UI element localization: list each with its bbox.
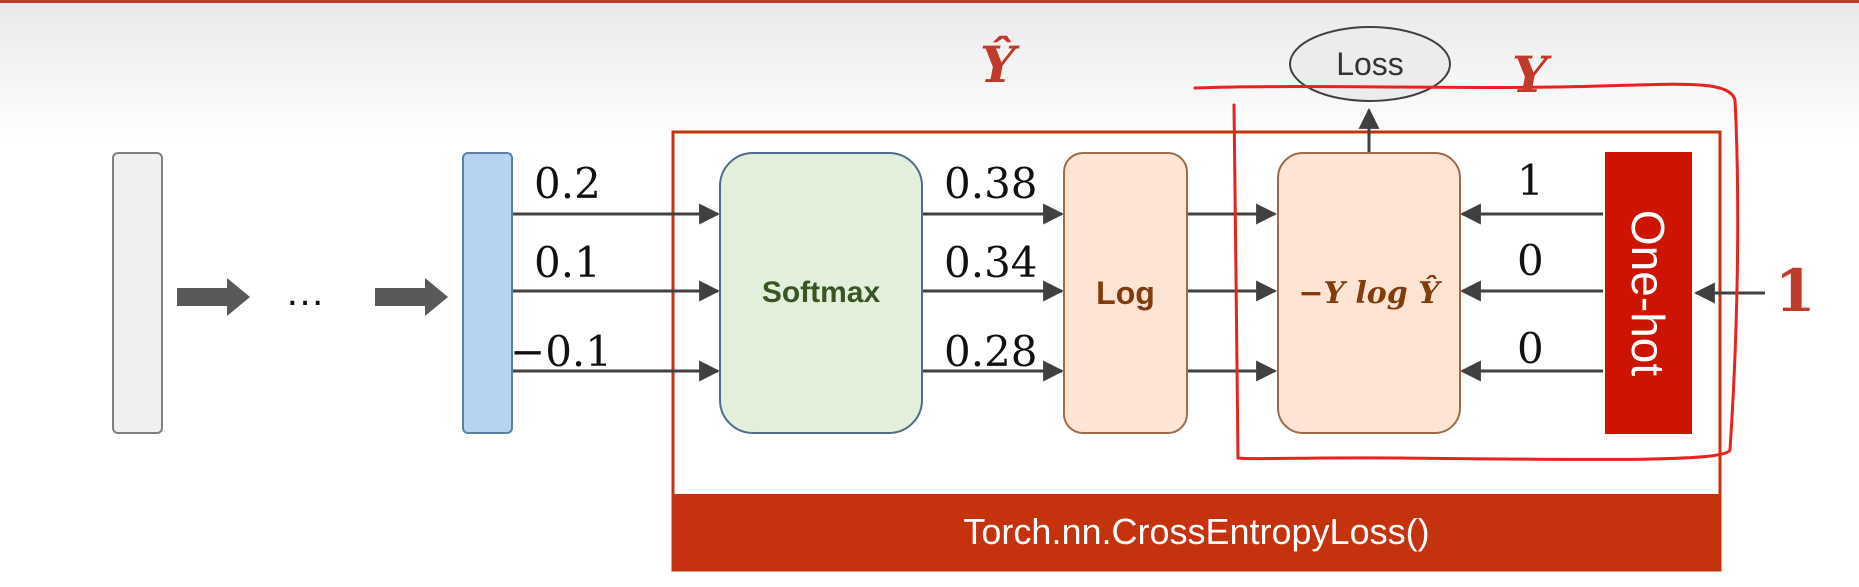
cross-entropy-footer: Torch.nn.CrossEntropyLoss() [673,494,1720,570]
loss-label: Loss [1336,45,1404,82]
logit-value-2: 0.1 [534,238,601,287]
loss-formula-block: −Y log Ŷ [1277,152,1461,434]
cross-entropy-frame [671,130,1722,572]
prob-value-1: 0.38 [944,159,1038,208]
target-value-1: 1 [1517,156,1544,205]
annotation-loss-region [1193,82,1740,462]
logit-value-3: −0.1 [510,327,612,376]
top-border-line [0,0,1859,3]
softmax-label: Softmax [761,276,881,309]
logit-value-1: 0.2 [534,159,601,208]
loss-formula: −Y log Ŷ [1298,275,1440,311]
block-arrow-1 [177,278,250,316]
y-hat-symbol: Ŷ [980,35,1016,94]
cross-entropy-label: Torch.nn.CrossEntropyLoss() [963,511,1430,552]
one-hot-label: One-hot [1622,209,1675,377]
logit-layer [462,152,513,434]
prob-value-3: 0.28 [944,327,1038,376]
ellipsis-label: … [285,270,325,314]
log-label: Log [1096,274,1155,311]
loss-ellipse [1289,26,1451,102]
y-symbol: Y [1512,45,1548,104]
target-value-2: 0 [1517,236,1544,285]
class-index-label: 1 [1775,257,1816,325]
one-hot-block: One-hot [1605,152,1692,434]
prob-value-2: 0.34 [944,238,1038,287]
log-block: Log [1063,152,1188,434]
target-value-3: 0 [1517,324,1544,373]
input-layer [112,152,163,434]
block-arrow-2 [375,278,448,316]
softmax-block: Softmax [719,152,923,434]
